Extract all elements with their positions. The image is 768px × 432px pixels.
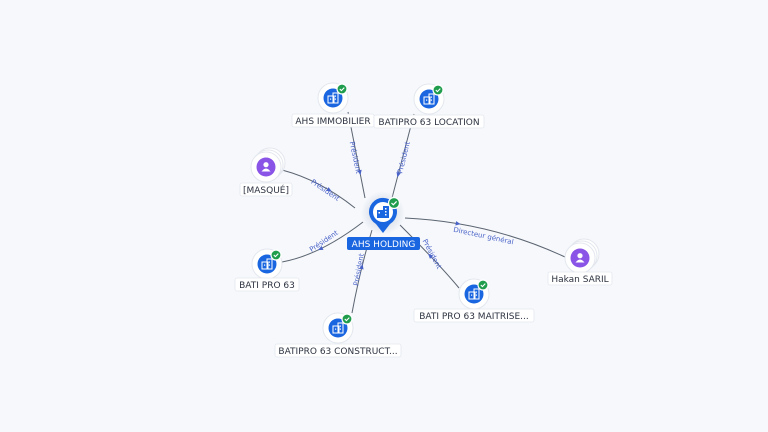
edge-arrow	[357, 169, 362, 176]
building-icon	[332, 322, 344, 334]
edge-arrow	[428, 253, 434, 259]
edge-label: Président	[348, 141, 363, 175]
node-label-box	[239, 182, 293, 197]
node-ahs-immobilier[interactable]: AHS IMMOBILIER	[291, 82, 375, 128]
node-label-box	[413, 308, 535, 323]
node-hakan-saril[interactable]: Hakan SARIL	[547, 238, 613, 286]
building-icon	[261, 258, 273, 270]
node-bati-pro-63[interactable]: BATI PRO 63	[234, 248, 300, 292]
edge-arrow	[326, 187, 332, 192]
edge-arrow	[359, 264, 364, 270]
edge-label: Président	[421, 238, 444, 271]
node-label: [MASQUÉ]	[243, 184, 289, 196]
node-masque[interactable]: [MASQUÉ]	[239, 147, 293, 197]
node-label: BATIPRO 63 LOCATION	[378, 118, 479, 128]
edge-masque: Président	[281, 169, 356, 209]
node-label: BATIPRO 63 CONSTRUCT...	[278, 347, 397, 357]
node-label: BATI PRO 63 MAITRISE...	[419, 312, 529, 322]
edge-batipro-63-maitrise: Président	[399, 224, 460, 289]
node-label: BATI PRO 63	[239, 281, 295, 291]
nodes-layer: AHS IMMOBILIER BATIPRO 63 LOCATION [MASQUÉ…	[234, 82, 613, 358]
edge-label: Président	[352, 253, 366, 287]
edge-line	[404, 217, 566, 258]
node-label-box	[547, 271, 613, 286]
node-label: AHS IMMOBILIER	[295, 117, 370, 127]
node-batipro-63-location[interactable]: BATIPRO 63 LOCATION	[373, 83, 485, 129]
node-label-box	[274, 343, 402, 358]
building-icon	[423, 93, 435, 105]
building-icon	[327, 92, 339, 104]
person-icon	[261, 162, 271, 172]
verified-check-icon	[341, 313, 353, 325]
verified-check-icon	[270, 249, 282, 261]
node-batipro-63-maitrise[interactable]: BATI PRO 63 MAITRISE...	[413, 278, 535, 323]
node-label-box	[373, 114, 485, 129]
verified-check-icon	[336, 83, 348, 95]
verified-check-icon	[432, 84, 444, 96]
edge-line	[399, 224, 460, 289]
center-label: AHS HOLDING	[352, 240, 416, 250]
node-batipro-63-construct[interactable]: BATIPRO 63 CONSTRUCT...	[274, 312, 402, 358]
center-node[interactable]: AHS HOLDING	[347, 191, 420, 250]
person-icon	[575, 253, 585, 263]
edge-line	[281, 169, 356, 209]
node-label-box	[234, 277, 300, 292]
edge-arrow	[455, 221, 461, 226]
center-label-box	[347, 237, 420, 250]
edge-arrow	[318, 245, 324, 251]
building-icon	[468, 288, 480, 300]
node-label: Hakan SARIL	[551, 275, 608, 285]
verified-check-icon	[387, 196, 401, 210]
verified-check-icon	[477, 279, 489, 291]
edge-arrow	[396, 171, 401, 178]
edge-label: Président	[309, 178, 341, 203]
building-icon	[377, 206, 389, 218]
edge-label: Président	[396, 140, 412, 174]
